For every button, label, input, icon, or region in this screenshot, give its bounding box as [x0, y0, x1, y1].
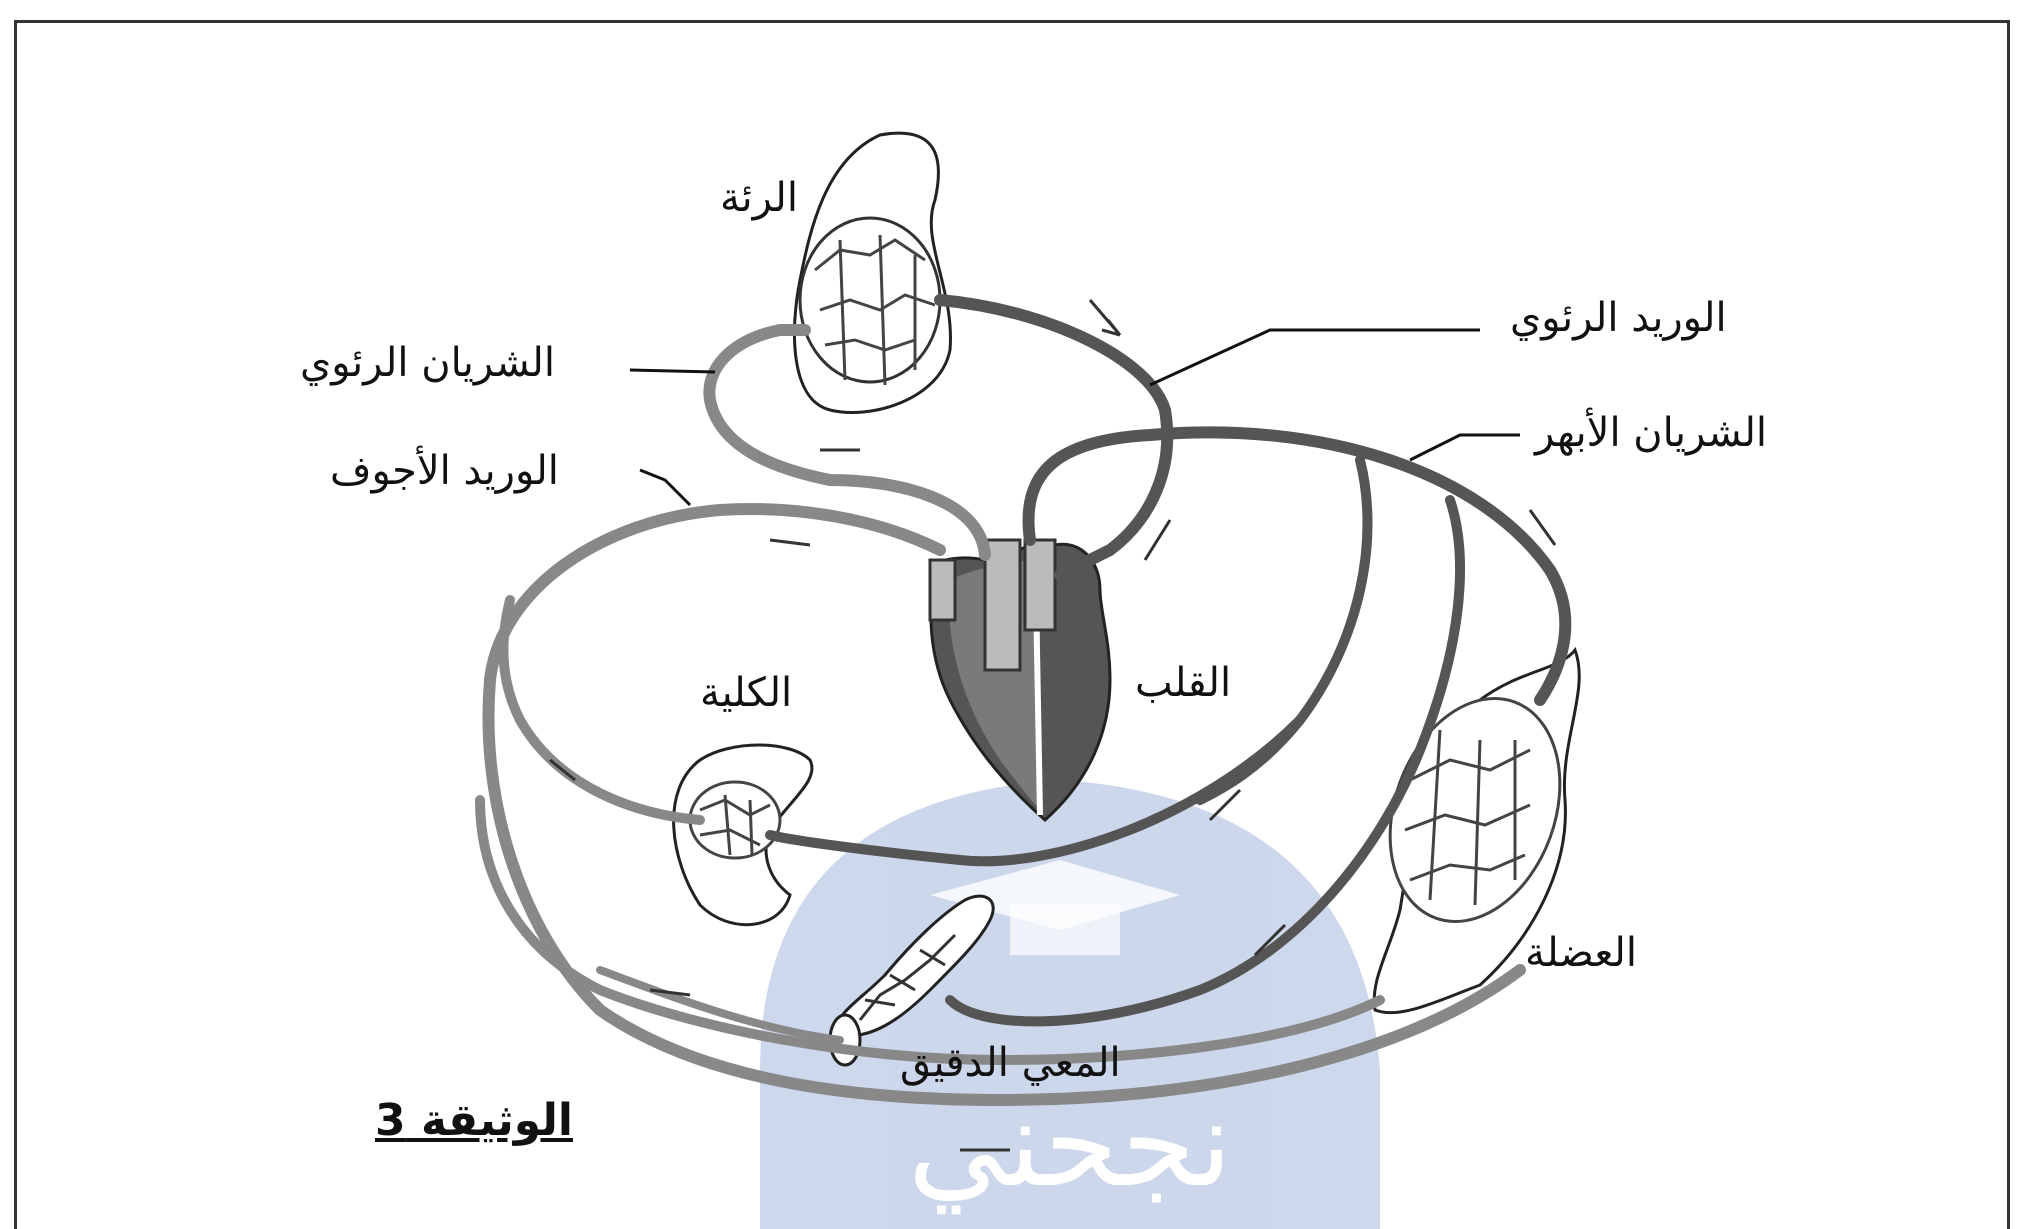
label-vena-cava: الوريد الأجوف	[330, 448, 559, 494]
label-lung: الرئة	[720, 175, 798, 221]
document-caption: الوثيقة 3	[375, 1095, 573, 1146]
renal-vein-vessel	[503, 600, 700, 820]
aorta-branch-1	[1200, 460, 1368, 800]
lung-organ	[794, 133, 950, 412]
heart-organ	[930, 540, 1110, 820]
label-muscle: العضلة	[1525, 930, 1637, 976]
leader-lines	[630, 330, 1520, 505]
label-pulmonary-artery: الشريان الرئوي	[300, 340, 555, 386]
label-small-intestine: المعي الدقيق	[900, 1040, 1121, 1086]
label-pulmonary-vein: الوريد الرئوي	[1510, 295, 1727, 341]
label-aorta: الشريان الأبهر	[1535, 410, 1767, 456]
label-heart: القلب	[1135, 660, 1231, 706]
label-kidney: الكلية	[700, 670, 792, 716]
